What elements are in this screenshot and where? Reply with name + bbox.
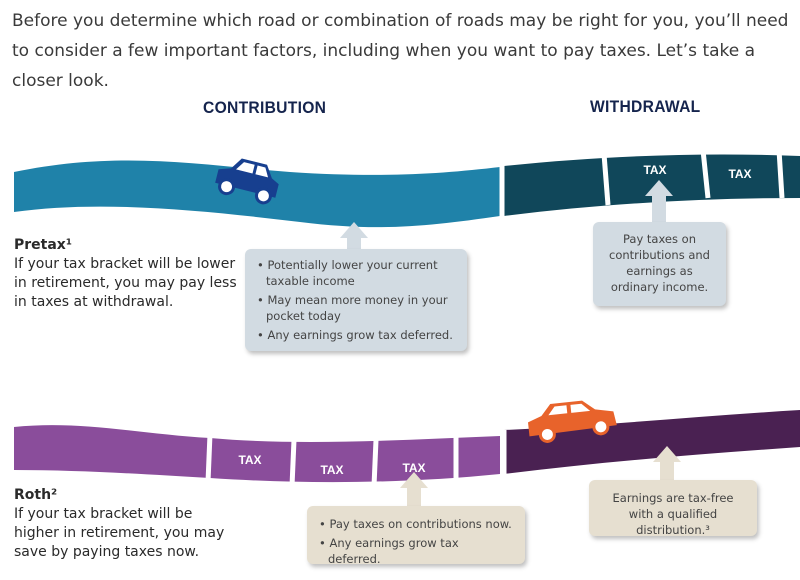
arrow-up-icon [340, 222, 368, 250]
roth-contribution-box: Pay taxes on contributions now. Any earn… [307, 506, 525, 567]
roth-contribution-road [14, 425, 210, 478]
list-item: Any earnings grow tax deferred. [257, 327, 455, 343]
pretax-label: Pretax¹ If your tax bracket will be lowe… [14, 236, 239, 312]
list-item: Potentially lower your current taxable i… [257, 257, 455, 289]
roth-withdrawal-box: Earnings are tax-free with a qualified d… [589, 480, 757, 537]
arrow-up-icon [400, 472, 428, 510]
pretax-tax-marker-2: TAX [728, 167, 751, 181]
pretax-tax-marker-1: TAX [643, 163, 666, 177]
pretax-withdrawal-road [504, 154, 800, 216]
roth-tax-marker-3: TAX [402, 461, 425, 475]
withdrawal-heading: WITHDRAWAL [590, 97, 701, 116]
list-item: Any earnings grow tax deferred. [319, 535, 513, 567]
pretax-description: If your tax bracket will be lower in ret… [14, 256, 237, 310]
list-item: May mean more money in your pocket today [257, 292, 455, 324]
roth-withdrawal-note: Earnings are tax-free with a qualified d… [612, 491, 734, 537]
blue-car-icon [215, 158, 279, 205]
pretax-contribution-box: Potentially lower your current taxable i… [245, 249, 467, 351]
roth-label: Roth² If your tax bracket will be higher… [14, 486, 239, 562]
arrow-up-icon [645, 180, 673, 224]
roth-title: Roth² [14, 487, 58, 503]
contribution-heading: CONTRIBUTION [203, 98, 327, 117]
arrow-up-icon [653, 446, 681, 482]
roth-tax-marker-1: TAX [238, 453, 261, 467]
pretax-withdrawal-note: Pay taxes on contributions and earnings … [609, 232, 710, 294]
pretax-withdrawal-box: Pay taxes on contributions and earnings … [593, 222, 726, 306]
roth-description: If your tax bracket will be higher in re… [14, 506, 225, 560]
pretax-title: Pretax¹ [14, 237, 72, 253]
intro-text: Before you determine which road or combi… [12, 11, 789, 91]
list-item: Pay taxes on contributions now. [319, 516, 513, 532]
roth-tax-marker-2: TAX [320, 463, 343, 477]
orange-car-icon [528, 400, 617, 443]
